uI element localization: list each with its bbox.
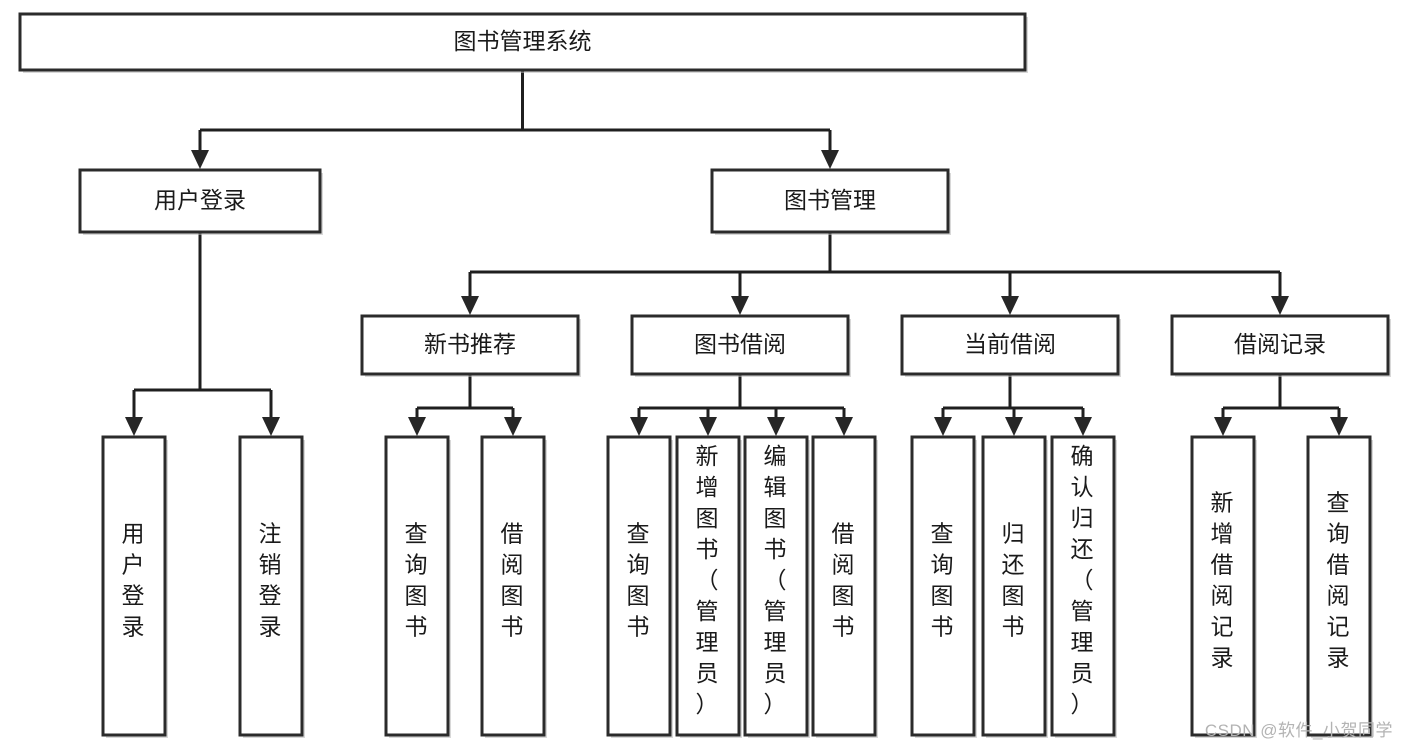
- node-rect: [18, 12, 1027, 72]
- node-leaf-logout[interactable]: 注销登录: [238, 435, 305, 738]
- node-label: 借阅图书: [501, 521, 526, 640]
- node-book-borrow[interactable]: 图书借阅: [630, 314, 851, 377]
- node-rect: [1306, 435, 1372, 737]
- node-label: 新增图书（管理员）: [696, 443, 721, 717]
- node-rect: [480, 435, 546, 737]
- node-label: 借阅图书: [832, 521, 857, 640]
- node-rect: [384, 435, 450, 737]
- node-leaf-borrow-book[interactable]: 借阅图书: [811, 435, 878, 738]
- arrow-head-borrow-record: [1271, 296, 1289, 315]
- node-borrow-record[interactable]: 借阅记录: [1170, 314, 1391, 377]
- arrow-head-current-borrow: [1001, 296, 1019, 315]
- node-rect: [981, 435, 1047, 737]
- arrow-head-leaf-logout: [262, 417, 280, 436]
- arrow-head-book-borrow: [731, 296, 749, 315]
- node-leaf-add-book[interactable]: 新增图书（管理员）: [675, 435, 742, 738]
- node-label: 查询图书: [405, 521, 430, 640]
- arrow-head-leaf-query-book-recommend: [408, 417, 426, 436]
- node-leaf-query-book-recommend[interactable]: 查询图书: [384, 435, 451, 738]
- arrow-head-user-login: [191, 150, 209, 169]
- arrow-head-book-management: [821, 150, 839, 169]
- node-root[interactable]: 图书管理系统: [18, 12, 1028, 73]
- node-leaf-borrow-book-recommend[interactable]: 借阅图书: [480, 435, 547, 738]
- node-leaf-edit-book[interactable]: 编辑图书（管理员）: [743, 435, 810, 738]
- node-rect: [900, 314, 1120, 376]
- node-leaf-query-borrow-record[interactable]: 查询借阅记录: [1306, 435, 1373, 738]
- arrow-head-leaf-return-book: [1005, 417, 1023, 436]
- node-rect: [238, 435, 304, 737]
- node-layer: 图书管理系统用户登录图书管理新书推荐图书借阅当前借阅借阅记录用户登录注销登录查询…: [18, 12, 1391, 738]
- node-label: 图书管理: [784, 187, 876, 213]
- node-leaf-query-book-borrow[interactable]: 查询图书: [606, 435, 673, 738]
- arrow-head-leaf-borrow-book: [835, 417, 853, 436]
- node-rect: [743, 435, 809, 737]
- arrow-head-leaf-query-book-current: [934, 417, 952, 436]
- node-label: 查询图书: [627, 521, 652, 640]
- node-label: 归还图书: [1002, 521, 1027, 640]
- arrow-head-leaf-borrow-book-recommend: [504, 417, 522, 436]
- arrow-head-leaf-confirm-return: [1074, 417, 1092, 436]
- node-label: 确认归还（管理员）: [1071, 443, 1096, 717]
- arrow-head-leaf-add-borrow-record: [1214, 417, 1232, 436]
- node-new-book-recommend[interactable]: 新书推荐: [360, 314, 581, 377]
- arrow-head-leaf-edit-book: [767, 417, 785, 436]
- node-rect: [1190, 435, 1256, 737]
- node-current-borrow[interactable]: 当前借阅: [900, 314, 1121, 377]
- node-leaf-query-book-current[interactable]: 查询图书: [910, 435, 977, 738]
- arrow-head-leaf-user-login: [125, 417, 143, 436]
- node-rect: [101, 435, 167, 737]
- node-leaf-confirm-return[interactable]: 确认归还（管理员）: [1050, 435, 1117, 738]
- node-label: 当前借阅: [964, 331, 1056, 357]
- node-rect: [811, 435, 877, 737]
- node-user-login[interactable]: 用户登录: [78, 168, 323, 235]
- arrow-head-new-book-recommend: [461, 296, 479, 315]
- node-label: 编辑图书（管理员）: [764, 443, 789, 717]
- node-label: 注销登录: [259, 521, 284, 640]
- node-leaf-user-login[interactable]: 用户登录: [101, 435, 168, 738]
- node-book-management[interactable]: 图书管理: [710, 168, 951, 235]
- node-label: 借阅记录: [1234, 331, 1326, 357]
- node-label: 查询图书: [931, 521, 956, 640]
- node-rect: [675, 435, 741, 737]
- node-rect: [78, 168, 322, 234]
- node-rect: [1170, 314, 1390, 376]
- node-rect: [630, 314, 850, 376]
- connector-layer: [125, 70, 1348, 436]
- node-rect: [360, 314, 580, 376]
- node-rect: [1050, 435, 1116, 737]
- node-label: 新书推荐: [424, 331, 516, 357]
- arrow-head-leaf-query-borrow-record: [1330, 417, 1348, 436]
- node-leaf-add-borrow-record[interactable]: 新增借阅记录: [1190, 435, 1257, 738]
- node-label: 图书借阅: [694, 331, 786, 357]
- node-rect: [910, 435, 976, 737]
- arrow-head-leaf-query-book-borrow: [630, 417, 648, 436]
- node-label: 用户登录: [122, 521, 147, 640]
- node-rect: [606, 435, 672, 737]
- node-leaf-return-book[interactable]: 归还图书: [981, 435, 1048, 738]
- node-label: 查询借阅记录: [1327, 490, 1352, 671]
- arrow-head-leaf-add-book: [699, 417, 717, 436]
- node-label: 图书管理系统: [454, 28, 592, 54]
- node-label: 新增借阅记录: [1211, 490, 1236, 671]
- node-label: 用户登录: [154, 187, 246, 213]
- node-rect: [710, 168, 950, 234]
